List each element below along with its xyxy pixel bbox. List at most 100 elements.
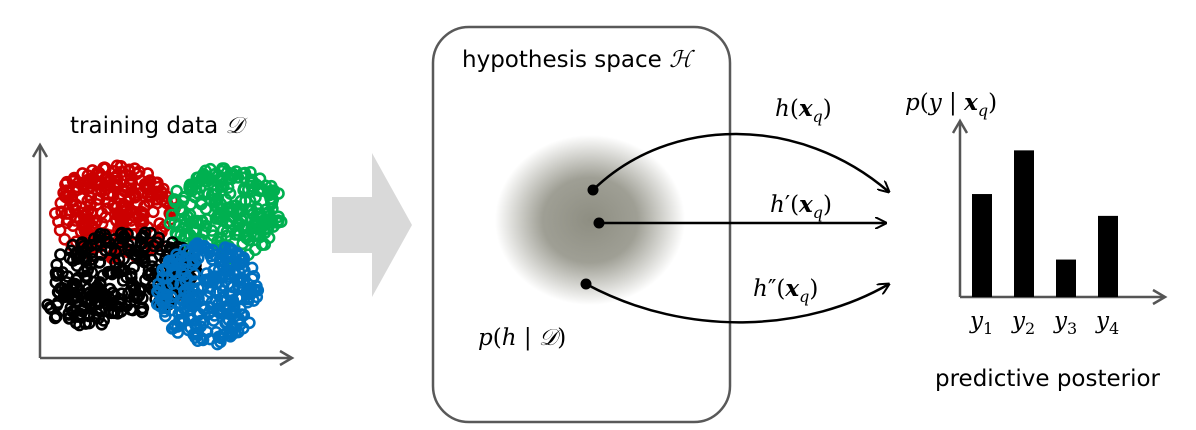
data-point [151,236,164,250]
training-data-panel: training data 𝒟 [31,113,295,367]
data-point [61,290,75,303]
data-point [60,284,73,298]
data-point [137,230,150,244]
data-point [217,180,230,193]
cluster-blue [150,237,265,351]
data-point [102,235,115,249]
data-point [156,287,170,301]
bar-1 [972,194,992,297]
hypothesis-arrows: h(xq) h′(xq) h″(xq) [580,95,890,324]
data-point [235,308,249,321]
data-point [141,179,155,192]
data-point [125,271,138,285]
data-point [51,285,65,299]
data-point [217,284,230,298]
data-point [89,216,102,230]
data-point [62,308,75,321]
data-point [202,187,215,201]
data-point [212,330,225,344]
bar-label-2: y2 [1011,308,1035,338]
data-point [50,258,64,272]
cluster-green [163,162,288,265]
data-point [54,248,67,261]
data-point [227,306,240,320]
data-point [186,215,200,228]
data-point [188,177,202,190]
data-point [108,201,122,215]
data-point [106,286,119,300]
data-point [84,198,97,211]
data-point [200,267,214,280]
training-axes [31,142,295,367]
data-point [69,291,83,304]
data-point [205,224,219,237]
data-point [62,189,76,203]
bar-3 [1056,259,1076,297]
arrow-label-h-double-prime: h″(xq) [753,275,818,306]
data-point [245,261,259,275]
data-point [178,243,192,257]
data-point [231,273,244,286]
arrow-label-h-prime: h′(xq) [770,191,832,222]
data-point [142,268,155,282]
predictive-bars [972,150,1118,297]
data-point [72,183,85,196]
data-point [97,314,110,327]
data-point [136,301,150,315]
data-point [213,174,227,187]
data-point [223,258,236,272]
data-point [135,212,149,226]
data-point [48,207,62,220]
data-point [191,321,204,334]
data-point [120,270,133,284]
data-point [230,204,244,217]
posterior-density-blob [495,135,685,305]
data-point [185,296,198,310]
arrow-label-h: h(xq) [775,95,832,126]
data-point [171,326,185,339]
data-point [220,216,234,230]
data-point [171,257,185,271]
data-point [175,203,188,217]
data-point [115,199,129,212]
bar-label-4: y4 [1095,308,1119,338]
process-arrow [332,153,412,297]
arrow-h-double-prime [585,284,889,324]
data-point [191,214,204,228]
data-point [236,237,249,251]
data-point [255,238,269,251]
data-point [68,277,82,291]
data-point [101,202,114,215]
data-point [58,233,71,246]
data-point [195,195,208,208]
data-point [54,196,68,210]
data-point [150,297,164,311]
data-point [220,229,234,243]
data-point [246,207,260,221]
data-point [129,188,142,202]
data-point [220,304,234,317]
data-point [85,288,99,302]
data-point [69,247,82,260]
data-point [73,318,86,332]
data-point [108,305,121,319]
data-point [251,283,265,297]
predictive-title: p(y | xq) [905,89,997,120]
data-point [98,180,111,193]
data-point [110,159,124,173]
posterior-label: p(h | 𝒟) [478,325,566,351]
data-point [235,213,248,227]
data-point [93,255,107,269]
data-point [69,211,82,224]
data-point [118,264,131,277]
data-point [250,227,264,241]
data-point [79,316,92,330]
data-point [123,192,136,205]
data-point [192,281,205,295]
data-point [172,219,185,233]
data-point [265,184,278,197]
data-point [80,269,93,283]
